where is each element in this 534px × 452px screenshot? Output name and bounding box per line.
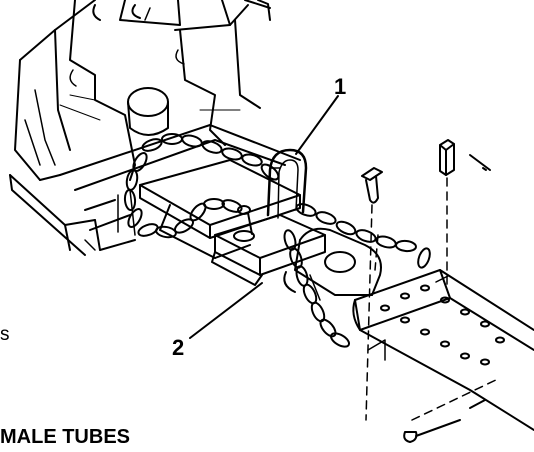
alignment-lines (365, 177, 501, 421)
callout-2-leader (189, 282, 263, 339)
pin-right (439, 139, 491, 176)
caption-male-tubes: MALE TUBES (0, 426, 130, 448)
hitch-frame (9, 124, 301, 256)
callout-1-label: 1 (334, 74, 347, 99)
coupler (283, 227, 382, 301)
text-fragment-s: s (0, 324, 10, 345)
machine-body (14, 0, 271, 181)
safety-chain (123, 133, 431, 348)
hitch-block (211, 205, 326, 286)
callout-2-label: 2 (172, 335, 185, 360)
pin-left (361, 167, 383, 204)
callout-1-leader (295, 95, 339, 155)
pin-bottom (403, 399, 486, 443)
male-tube (352, 269, 534, 431)
